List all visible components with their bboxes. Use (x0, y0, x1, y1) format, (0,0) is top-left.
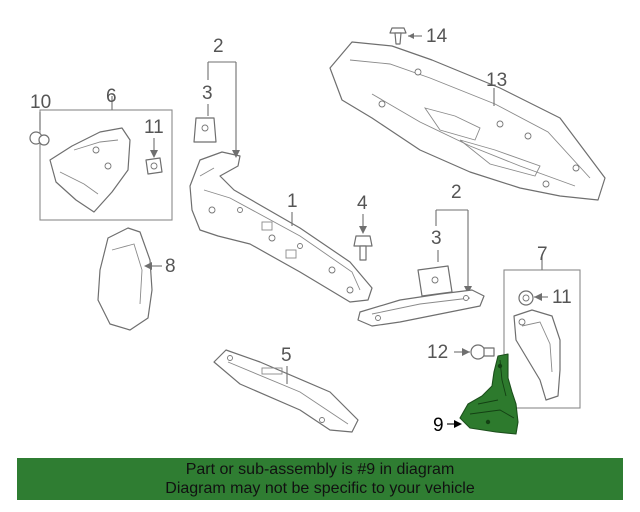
callout-12: 12 (427, 342, 448, 363)
part-14-clip[interactable] (389, 27, 407, 45)
callout-2-upper: 2 (213, 36, 224, 57)
part-9-air-guide-highlighted[interactable] (459, 353, 519, 435)
part-2-lower-bracket[interactable] (357, 289, 485, 327)
callout-4: 4 (357, 193, 368, 214)
part-6-box (39, 109, 173, 221)
callout-3-lower: 3 (431, 228, 442, 249)
part-10-clip[interactable] (29, 131, 50, 146)
callout-13: 13 (486, 70, 507, 91)
part-1-tie-bar[interactable] (189, 151, 373, 303)
part-8-air-guide[interactable] (97, 227, 153, 331)
callout-11-left: 11 (144, 117, 164, 138)
parts-diagram: 13 14 1 2 3 2 3 (29, 26, 606, 436)
part-6-air-guide[interactable] (49, 127, 131, 213)
callout-7: 7 (537, 244, 548, 265)
callout-5: 5 (281, 345, 292, 366)
info-banner: Part or sub-assembly is #9 in diagram Di… (17, 458, 623, 500)
callout-1: 1 (287, 191, 298, 212)
callout-9: 9 (433, 415, 444, 436)
part-4-bolt[interactable] (353, 235, 373, 261)
callout-6: 6 (106, 86, 117, 107)
banner-line-2: Diagram may not be specific to your vehi… (165, 480, 475, 497)
part-7-air-guide[interactable] (513, 309, 561, 401)
callout-11-right: 11 (552, 287, 572, 308)
part-5-lower-tie-bar[interactable] (213, 349, 359, 433)
banner-line-1: Part or sub-assembly is #9 in diagram (185, 461, 455, 478)
callout-2-lower: 2 (451, 182, 462, 203)
part-12-clip[interactable] (470, 344, 495, 360)
part-11-grommet-right[interactable] (518, 290, 534, 306)
callout-8: 8 (165, 256, 176, 277)
part-11-grommet-left[interactable] (145, 157, 163, 175)
callout-3-upper: 3 (202, 83, 213, 104)
part-3-bracket-lower[interactable] (417, 265, 453, 297)
part-3-bracket-upper[interactable] (193, 117, 217, 143)
callout-14: 14 (426, 26, 448, 47)
part-13-upper-cover[interactable] (329, 41, 606, 201)
callout-10: 10 (30, 92, 51, 113)
